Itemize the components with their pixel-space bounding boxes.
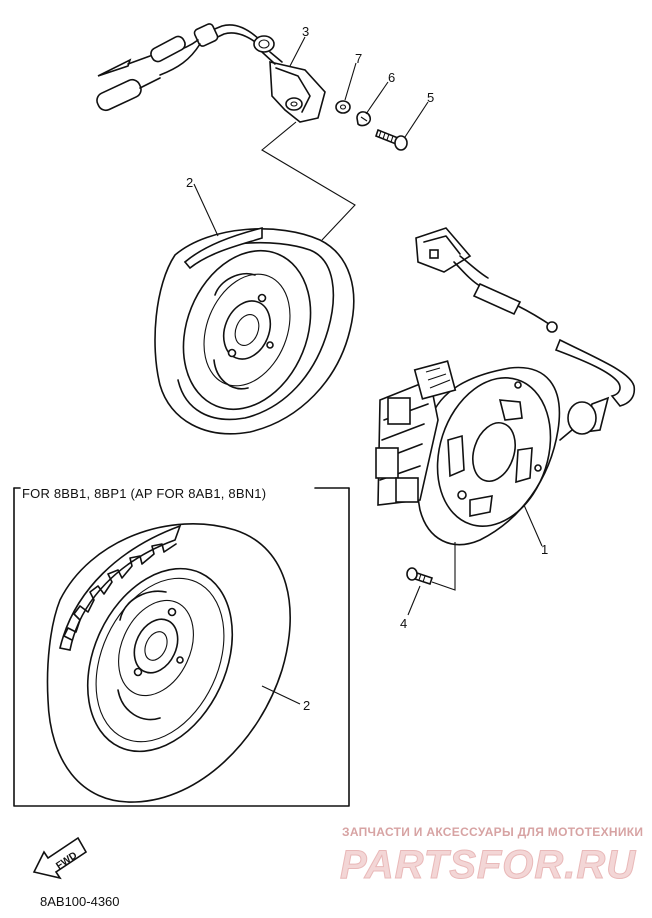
callout-3: 3: [302, 24, 309, 39]
callout-2-upper: 2: [186, 175, 193, 190]
screw-5: [375, 128, 408, 151]
stator-assembly: [375, 227, 636, 546]
pickup-coil-assembly: [96, 23, 326, 123]
rotor-lower: [46, 523, 291, 803]
inset-frame: [13, 487, 350, 807]
callout-1: 1: [541, 542, 548, 557]
callout-6: 6: [388, 70, 395, 85]
inset-note: FOR 8BB1, 8BP1 (AP FOR 8AB1, 8BN1): [22, 486, 266, 501]
watermark: ЗАПЧАСТИ И АКСЕССУАРЫ ДЛЯ МОТОТЕХНИКИ PA…: [340, 825, 644, 888]
screw-4: [406, 567, 434, 586]
callout-2-lower: 2: [303, 698, 310, 713]
diagram-code: 8AB100-4360: [40, 894, 120, 909]
fwd-arrow-icon: FWD: [32, 836, 88, 880]
rotor-upper: [154, 226, 355, 435]
callout-4: 4: [400, 616, 407, 631]
washer-7: [335, 100, 351, 114]
watermark-brand: PARTSFOR.RU: [340, 843, 636, 887]
callout-5: 5: [427, 90, 434, 105]
watermark-tagline: ЗАПЧАСТИ И АКСЕССУАРЫ ДЛЯ МОТОТЕХНИКИ: [342, 825, 643, 839]
callout-7: 7: [355, 51, 362, 66]
lock-washer-6: [356, 111, 372, 127]
